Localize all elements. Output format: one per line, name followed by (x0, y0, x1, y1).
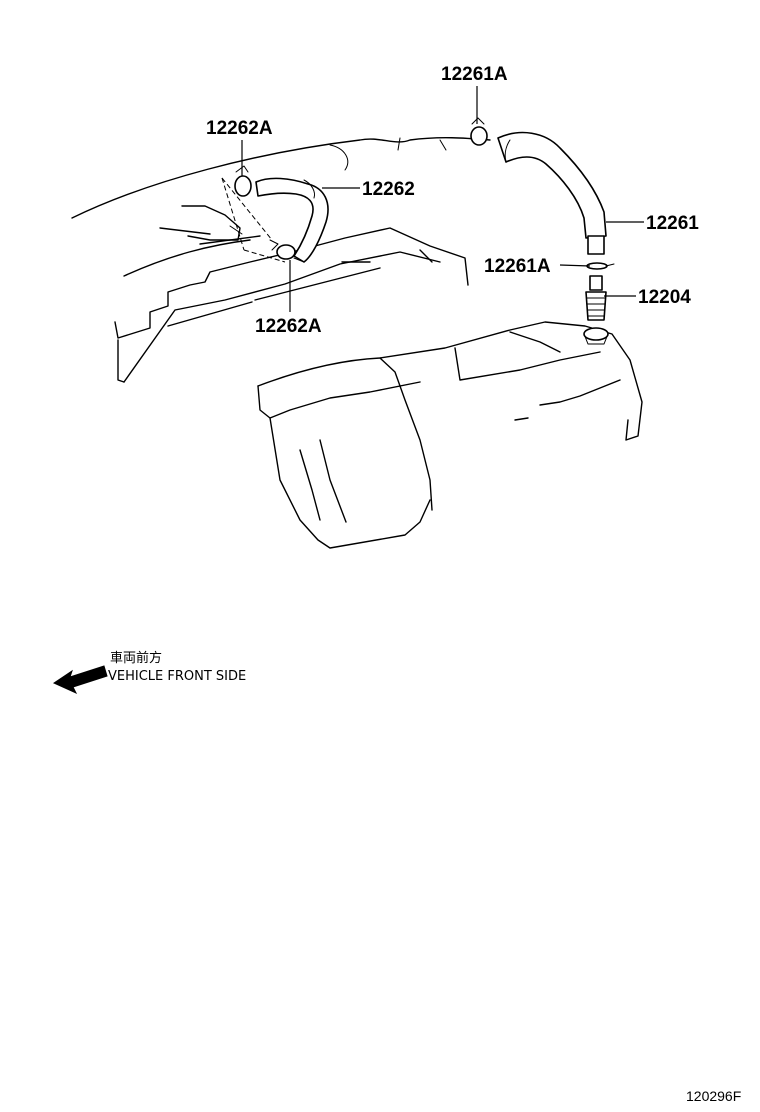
front-direction-indicator: 車両前方 VEHICLE FRONT SIDE (52, 650, 246, 695)
clamp-12261a-mid (586, 262, 615, 270)
direction-english: VEHICLE FRONT SIDE (108, 669, 246, 684)
clamp-12262a-bottom (269, 239, 296, 260)
engine-outline (71, 136, 643, 549)
label-12261a-top: 12261A (441, 64, 508, 85)
label-12262a-top: 12262A (206, 118, 273, 139)
pcv-valve-12204 (585, 275, 607, 321)
direction-japanese: 車両前方 (110, 650, 162, 666)
leader-lines (241, 86, 644, 312)
figure-number: 120296F (686, 1088, 741, 1104)
label-12204: 12204 (638, 287, 691, 308)
label-12262a-bottom: 12262A (255, 316, 322, 337)
clamp-12261a-top (470, 117, 488, 146)
clamp-12262a-top (234, 165, 252, 197)
hose-12261 (497, 131, 607, 255)
label-12261a-mid: 12261A (484, 256, 551, 277)
label-12262: 12262 (362, 179, 415, 200)
front-arrow-icon (52, 665, 108, 695)
label-12261: 12261 (646, 213, 699, 234)
